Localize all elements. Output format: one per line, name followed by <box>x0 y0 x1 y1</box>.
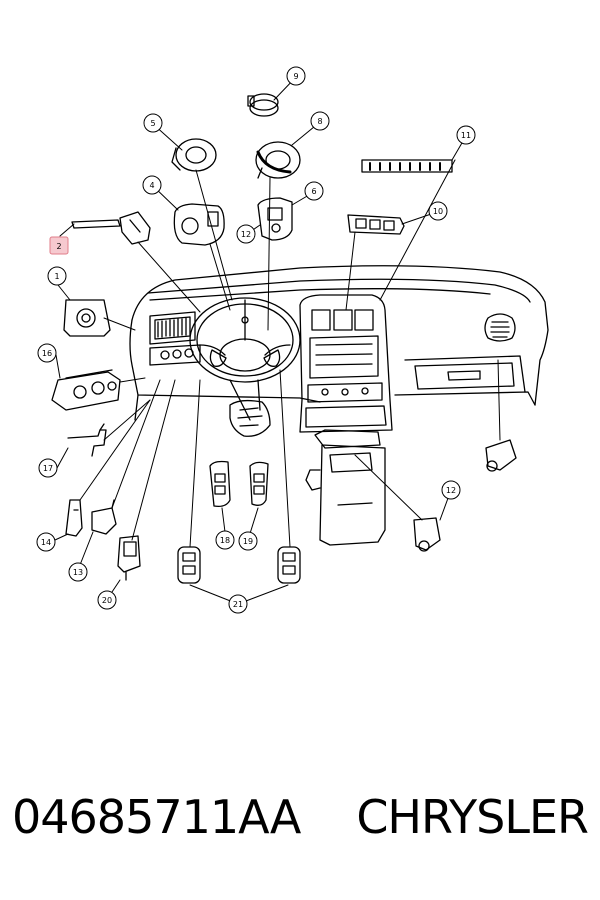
part-1-bezel <box>63 299 111 337</box>
svg-text:21: 21 <box>233 600 243 609</box>
column-cover <box>229 399 271 437</box>
svg-text:12: 12 <box>241 230 251 239</box>
callout-17[interactable]: 17 <box>38 458 58 478</box>
svg-text:4: 4 <box>149 181 154 190</box>
part-16-headlamp-switch <box>51 369 121 411</box>
part-2-stalk <box>71 211 151 245</box>
callout-16[interactable]: 16 <box>37 343 57 363</box>
part-12-switch-right <box>413 439 517 552</box>
svg-text:14: 14 <box>41 538 51 547</box>
callout-4[interactable]: 4 <box>142 175 162 195</box>
footer: 04685711AA CHRYSLER <box>0 790 600 870</box>
part-14-switch <box>65 499 83 537</box>
part-20-switch <box>117 535 141 581</box>
part-18-switch <box>209 460 231 508</box>
part-11-switch-bar <box>361 159 453 173</box>
center-stack <box>299 294 393 546</box>
callout-18[interactable]: 18 <box>215 530 235 550</box>
svg-text:20: 20 <box>102 596 112 605</box>
part-19-switch <box>249 461 269 506</box>
callout-9[interactable]: 9 <box>286 66 306 86</box>
callouts: 2 1 4 5 6 8 9 10 <box>36 66 476 614</box>
callout-12-lower[interactable]: 12 <box>441 480 461 500</box>
callout-10[interactable]: 10 <box>428 201 448 221</box>
leader-lines <box>54 76 501 605</box>
svg-text:16: 16 <box>42 349 52 358</box>
callout-1[interactable]: 1 <box>47 266 67 286</box>
callout-13[interactable]: 13 <box>68 562 88 582</box>
part-6-switch <box>257 197 293 241</box>
callout-20[interactable]: 20 <box>97 590 117 610</box>
svg-text:12: 12 <box>446 486 456 495</box>
callout-21[interactable]: 21 <box>228 594 248 614</box>
svg-text:8: 8 <box>317 117 322 126</box>
svg-text:17: 17 <box>43 464 53 473</box>
svg-text:6: 6 <box>311 187 316 196</box>
svg-text:5: 5 <box>150 119 155 128</box>
part-4-housing <box>173 203 225 246</box>
svg-text:2: 2 <box>56 242 61 251</box>
part-number: 04685711AA <box>12 790 301 844</box>
svg-text:10: 10 <box>433 207 443 216</box>
svg-text:11: 11 <box>461 131 471 140</box>
callout-19[interactable]: 19 <box>238 531 258 551</box>
svg-text:13: 13 <box>73 568 83 577</box>
part-10-module <box>347 214 405 235</box>
callout-5[interactable]: 5 <box>143 113 163 133</box>
part-13-relay <box>91 499 117 535</box>
part-9-ring <box>247 93 279 117</box>
svg-text:18: 18 <box>220 536 230 545</box>
callout-6[interactable]: 6 <box>304 181 324 201</box>
part-8-clockspring <box>255 141 301 179</box>
callout-12-upper[interactable]: 12 <box>236 224 256 244</box>
part-21-switches <box>177 546 301 584</box>
svg-text:1: 1 <box>54 272 59 281</box>
svg-text:19: 19 <box>243 537 253 546</box>
steering-wheel <box>189 297 301 421</box>
dashboard-switch-diagram: 2 1 4 5 6 8 9 10 <box>36 66 549 614</box>
callout-8[interactable]: 8 <box>310 111 330 131</box>
callout-2[interactable]: 2 <box>49 236 69 255</box>
callout-14[interactable]: 14 <box>36 532 56 552</box>
brand-name: CHRYSLER <box>356 790 589 844</box>
callout-11[interactable]: 11 <box>456 125 476 145</box>
part-5-switch <box>171 138 217 172</box>
dashboard-outline <box>129 265 549 421</box>
part-17-bracket <box>67 423 107 457</box>
svg-text:9: 9 <box>293 72 298 81</box>
